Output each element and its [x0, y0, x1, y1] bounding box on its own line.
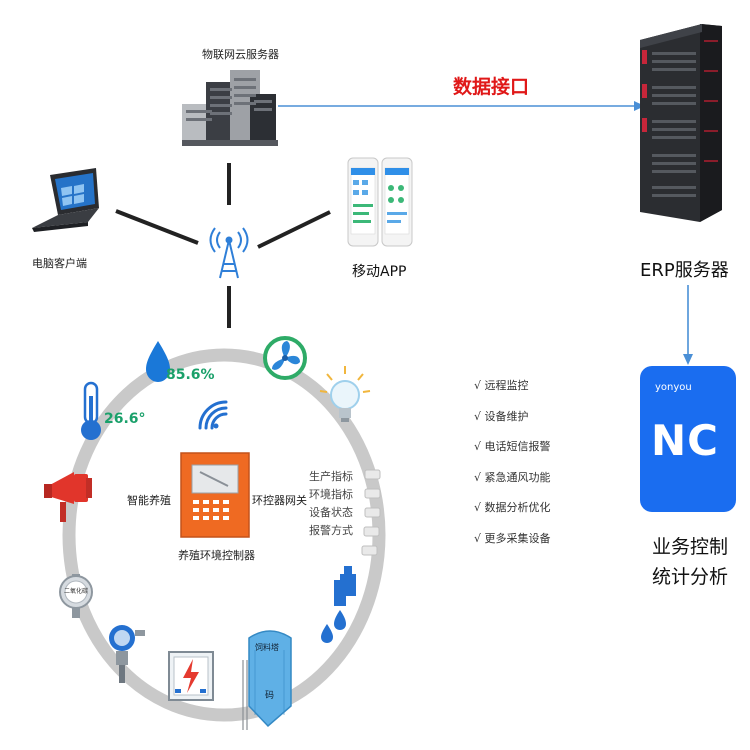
mobile-app-label: 移动APP: [352, 264, 407, 280]
pressure-sensor-icon: [109, 625, 145, 683]
laptop-icon: [32, 168, 99, 232]
erp-to-nc-arrowhead: [683, 354, 693, 365]
feature-list: √ 远程监控 √ 设备维护 √ 电话短信报警 √ 紧急通风功能 √ 数据分析优化…: [474, 371, 551, 554]
gateway-label: 环控器网关: [252, 494, 307, 507]
feature-item: √ 电话短信报警: [474, 440, 551, 453]
nc-brand: yonyou: [655, 382, 692, 393]
feature-item: √ 紧急通风功能: [474, 470, 551, 484]
humidity-value: 85.6%: [166, 367, 215, 383]
status-list: 生产指标 环境指标 设备状态 报警方式: [309, 468, 353, 540]
signal-tower-icon: [209, 227, 249, 279]
pc-to-tower-link: [115, 209, 199, 245]
status-item: 生产指标: [309, 470, 353, 483]
ring-dashes: [361, 469, 381, 556]
pc-client-label: 电脑客户端: [32, 257, 87, 270]
silo-marker: 码: [265, 691, 275, 701]
feed-silo-icon: [242, 630, 292, 730]
feature-item: √ 数据分析优化: [474, 501, 551, 514]
silo-label: 饲料塔: [255, 643, 279, 652]
feature-item: √ 远程监控: [474, 379, 529, 392]
data-interface-label: 数据接口: [453, 76, 530, 98]
siren-icon: [44, 472, 92, 522]
nc-logo-text: NC: [651, 416, 719, 465]
cloud-server-label: 物联网云服务器: [202, 48, 279, 61]
feature-item: √ 更多采集设备: [474, 531, 551, 545]
erp-server-icon: [640, 24, 722, 222]
temperature-value: 26.6°: [104, 411, 146, 427]
light-bulb-icon: [319, 366, 371, 422]
environment-controller-icon: [180, 452, 250, 538]
controller-label: 养殖环境控制器: [178, 549, 255, 562]
status-item: 报警方式: [309, 524, 353, 537]
erp-server-label: ERP服务器: [640, 260, 729, 281]
app-to-tower-link: [257, 210, 331, 249]
nc-label-line2: 统计分析: [652, 566, 729, 588]
thermometer-icon: [81, 381, 101, 440]
cloud-server-icon: [182, 70, 278, 146]
phones-icon: [347, 157, 413, 247]
nc-logo-tile: [640, 366, 736, 512]
gas-detector-icon: [59, 574, 93, 618]
humidity-drop-icon: [146, 341, 170, 382]
feature-item: √ 设备维护: [474, 409, 529, 423]
status-item: 设备状态: [309, 506, 353, 519]
water-valve-icon: [321, 566, 356, 643]
wifi-icon: [198, 400, 228, 430]
status-item: 环境指标: [309, 488, 353, 501]
cloud-to-erp-arrowhead: [634, 101, 645, 111]
fan-icon: [263, 336, 307, 380]
gas-detector-label: 二氧化碳: [64, 588, 89, 595]
nc-label-line1: 业务控制: [652, 536, 729, 558]
smart-farming-label: 智能养殖: [127, 494, 171, 507]
power-meter-icon: [168, 651, 214, 701]
